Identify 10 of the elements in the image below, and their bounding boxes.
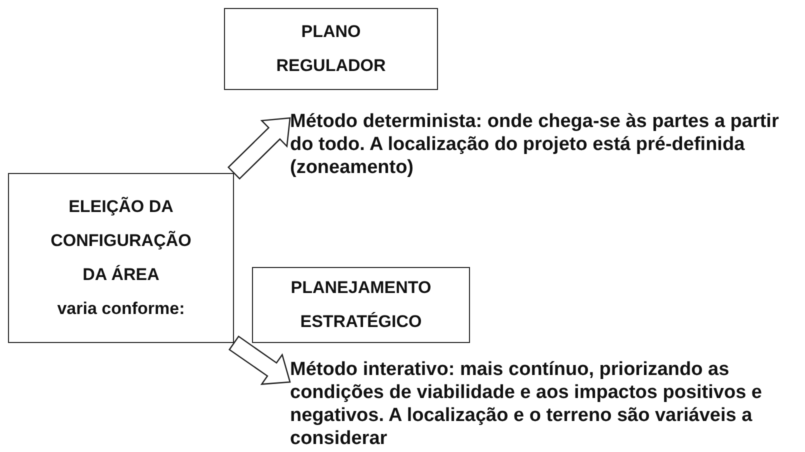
process-box xyxy=(224,8,438,90)
description-text: Método determinista: onde chega-se às partes a partir do todo. A localização do projeto está pré-definida (zoneamento) xyxy=(290,110,780,179)
box-title: PLANEJAMENTO ESTRATÉGICO xyxy=(290,277,432,333)
description-text: Método interativo: mais contínuo, priorizando as condições de viabilidade e aos impactos positivos e negativos. A localização e o terreno são variáveis a considerar xyxy=(290,358,763,450)
block-arrow xyxy=(228,336,291,385)
box-subtitle: varia conforme: xyxy=(57,298,185,320)
block-arrow xyxy=(227,117,291,180)
process-box xyxy=(252,267,470,343)
box-title: PLANO REGULADOR xyxy=(275,21,387,77)
process-box xyxy=(8,173,234,343)
